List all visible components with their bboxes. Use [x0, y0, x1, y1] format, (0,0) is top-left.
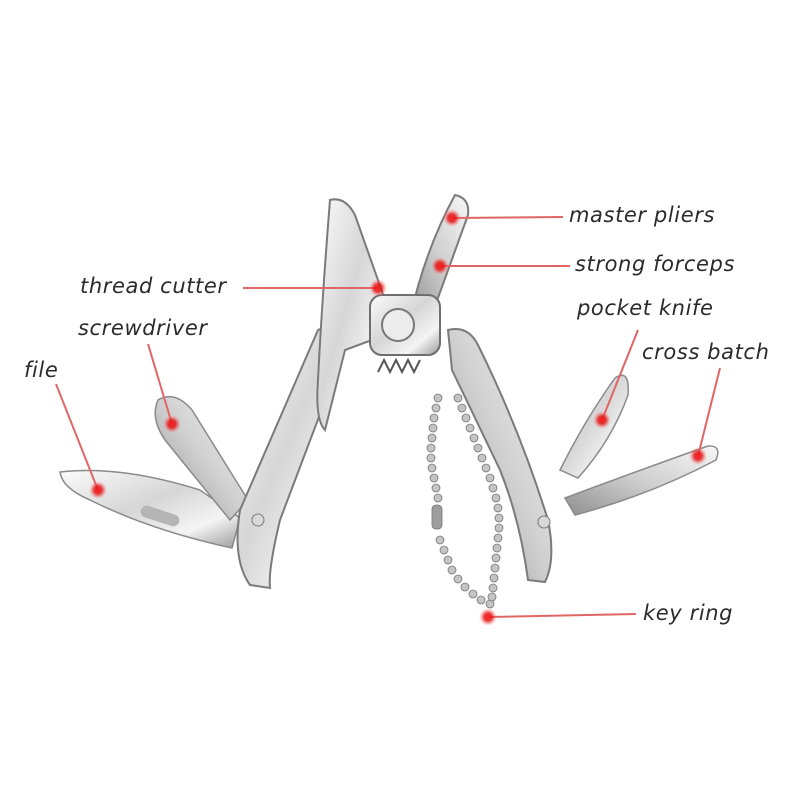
label-screwdriver: screwdriver — [78, 316, 208, 340]
leader-lines — [55, 216, 721, 618]
label-key-ring: key ring — [643, 601, 734, 625]
label-pocket-knife: pocket knife — [577, 296, 714, 320]
label-master-pliers: master pliers — [569, 203, 716, 227]
label-cross-batch: cross batch — [642, 340, 770, 364]
label-thread-cutter: thread cutter — [80, 274, 227, 298]
label-strong-forceps: strong forceps — [575, 252, 735, 276]
left-jaw — [316, 198, 387, 432]
cross-batch-blade — [563, 445, 719, 516]
label-file: file — [24, 358, 59, 382]
marker-dots — [89, 209, 707, 626]
spring — [377, 357, 421, 375]
right-handle — [446, 328, 553, 584]
pocket-knife-blade — [558, 374, 629, 479]
pivot-screw — [381, 308, 415, 342]
ball-chain — [426, 393, 504, 609]
